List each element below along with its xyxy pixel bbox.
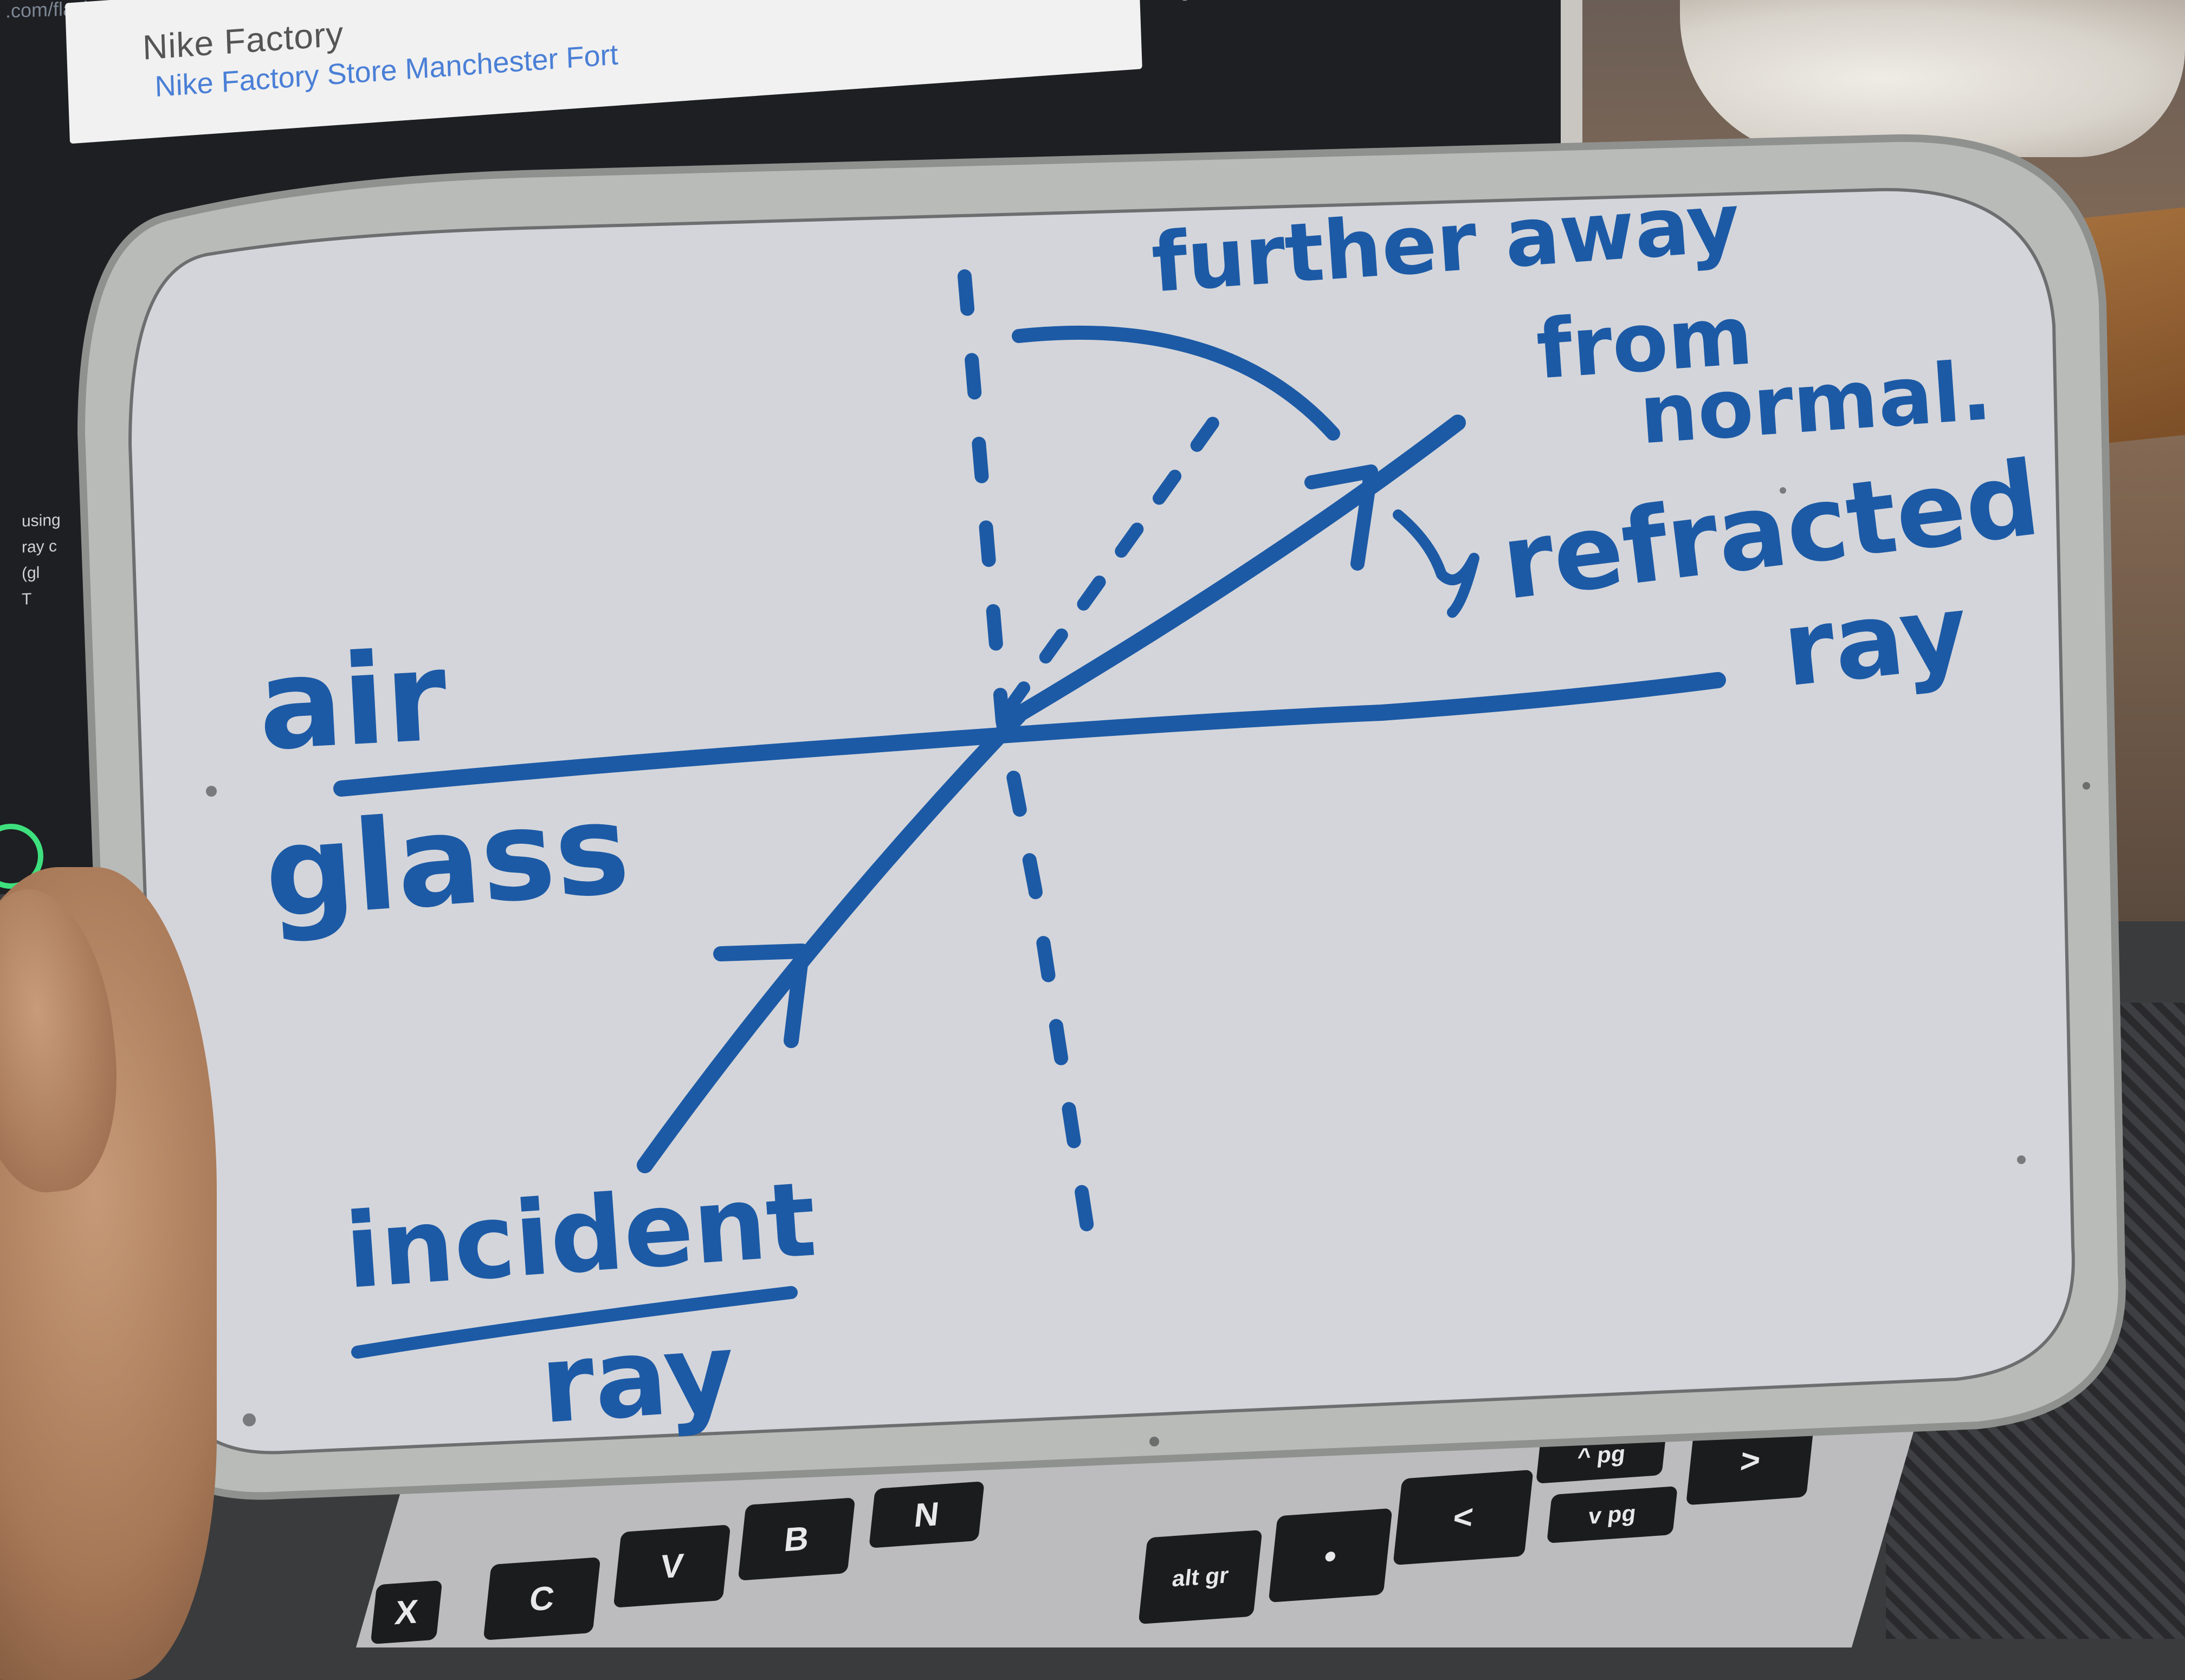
incident-ray [637, 707, 1027, 1173]
refracted-arrowhead [1304, 464, 1378, 571]
whiteboard: air glass further away from normal. refr… [77, 134, 2126, 1500]
interface-line [333, 672, 1726, 797]
incident-underline [351, 1286, 798, 1359]
refracted-ray [1000, 415, 1466, 729]
label-glass: glass [260, 777, 634, 947]
whiteboard-drawing [77, 134, 2126, 1500]
incident-arrowhead [713, 944, 810, 1048]
normal-line [958, 269, 1096, 1248]
label-refracted-ray: ray [1777, 571, 1974, 710]
incident-extension-dashed [1001, 400, 1231, 716]
frame-grime [206, 487, 2090, 1446]
paper-tissue [1680, 0, 2185, 157]
whiteboard-surface [128, 188, 2075, 1455]
refracted-brace [1393, 509, 1479, 618]
angle-arc [1012, 325, 1340, 441]
label-air: air [255, 624, 450, 779]
label-incident-ray: ray [536, 1309, 739, 1449]
